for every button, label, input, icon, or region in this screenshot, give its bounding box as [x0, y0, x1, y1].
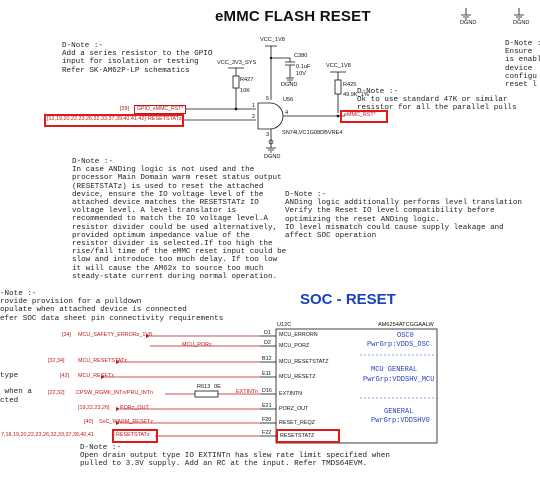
mcu-general-power-group: PwrGrp:VDDSHV_MCU [363, 376, 435, 384]
pin-d2-number: D2 [264, 340, 271, 346]
pin-d1-name: MCU_ERRORN [279, 332, 318, 338]
pin-b12-ref: [32,34] [48, 358, 65, 364]
soc-resetstatz-highlight [112, 429, 158, 443]
pin-e21-number: E21 [262, 403, 272, 409]
pin-f20-ref: [40] [84, 419, 93, 425]
vcc-1v8-right-label: VCC_1V8 [326, 63, 351, 69]
u56-pin2: 2 [252, 114, 256, 120]
pin-d16-ref: [22,32] [48, 390, 65, 396]
pin-e11-number: E11 [262, 371, 272, 377]
c380-value: 0.1uF [296, 64, 311, 70]
note-extintn: D-Note :- Open drain output type IO EXTI… [80, 444, 390, 469]
r427-ref: R427 [240, 77, 254, 83]
c380-ref: C380 [294, 53, 308, 59]
pin-b12-number: B12 [262, 356, 272, 362]
note-level-translation: D-Note :- In case ANDing logic is not us… [72, 158, 287, 281]
pin-e11-net[interactable]: MCU_RESETz [78, 373, 114, 379]
dgnd-label-top-2: DGND [513, 20, 530, 26]
u56-part: SN74LVC1G08DBVRE4 [282, 130, 343, 136]
pin-f22-net[interactable]: RESETSTATz [116, 432, 150, 438]
pin-f20-net[interactable]: SoC_WARM_RESETz [99, 419, 154, 425]
r613-ref: R613 [197, 384, 211, 390]
resetstat-highlight [44, 114, 184, 127]
pin-b12-net[interactable]: MCU_RESETSTATz [78, 358, 127, 364]
pin-d1-net[interactable]: MCU_SAFETY_ERRORz_1V8 [78, 332, 152, 338]
note-series-resistor: D-Note :- Add a series resistor to the G… [62, 42, 213, 75]
pin-d1-number: D1 [264, 330, 271, 336]
mcu-porz-net: MCU_PORz [182, 342, 212, 348]
u56-ref: U56 [283, 97, 294, 103]
r425-ref: R425 [343, 82, 357, 88]
resetstatz-tag[interactable]: RESETSTATz [148, 116, 182, 122]
r613-value: 0E [214, 384, 221, 390]
pin-f22-name: RESETSTATZ [280, 433, 315, 439]
pin-f22-ref: 7,18,19,20,22,23,26,32,33,37,39,40,41 [1, 432, 94, 438]
pin-f22-number: F22 [262, 430, 272, 436]
dgnd-label-c380: DGND [281, 82, 298, 88]
pin-e21-name: PORZ_OUT [279, 406, 309, 412]
emmc-rst-highlight [340, 110, 388, 123]
osc0-power-group: PwrGrp:VDDS_OSC [367, 341, 431, 349]
u12c-ref: U12C [277, 322, 292, 328]
pin-d16-net[interactable]: CPSW_RGMII_INTn/PRU_INTn [76, 390, 153, 396]
pin-e21-ref: [19,22,23,26] [78, 405, 110, 411]
u12c-part: AM6254ATCGGAALW [378, 322, 434, 328]
gpio-emmc-rst-tag[interactable]: GPIO_eMMC_RST* [134, 105, 187, 114]
mcu-general-label: MCU GENERAL [371, 366, 418, 374]
pin-e11-name: MCU_RESETZ [279, 374, 316, 380]
osc0-label: OSC0 [397, 332, 414, 340]
extintn-net: EXTINTn [236, 389, 259, 395]
pin-d16-number: D16 [262, 388, 272, 394]
note-pulldown: -Note :- rovide provision for a pulldown… [0, 290, 224, 323]
pin-e21-net[interactable]: PORz_OUT [120, 405, 149, 411]
pin-b12-name: MCU_RESETSTATZ [279, 359, 329, 365]
pin-f20-name: RESET_REQZ [279, 420, 315, 426]
u56-pin1: 1 [252, 103, 256, 109]
gpio-emmc-rst-ref: [39] [120, 106, 129, 112]
emmc-rst-tag[interactable]: eMMC_RST* [344, 112, 376, 118]
pin-d1-ref: [34] [62, 332, 71, 338]
r425-value: 49.9K_1% [343, 92, 369, 98]
pin-d16-name: EXTINTN [279, 391, 303, 397]
pin-f20-number: F20 [262, 417, 272, 423]
note-type-fragment: type when a cted [0, 372, 32, 405]
general-label: GENERAL [384, 408, 414, 416]
u56-pin4: 4 [285, 110, 289, 116]
c380-voltage: 10V [296, 71, 306, 77]
note-anding-logic: D-Note :- ANDing logic additionally perf… [285, 191, 522, 241]
pin-d2-name: MCU_PORZ [279, 343, 310, 349]
pin-e11-ref: [43] [60, 373, 69, 379]
note-parallel-pulls: D-Note :- Ok to use standard 47K or simi… [357, 88, 517, 113]
vcc-3v3-sys-label: VCC_3V3_SYS [217, 60, 257, 66]
vcc-1v8-label: VCC_1V8 [260, 37, 285, 43]
dgnd-label-u56: DGND [264, 154, 281, 160]
pin-f22-name-highlight [276, 429, 340, 443]
dgnd-label-top-1: DGND [460, 20, 477, 26]
resetstatz-ref: [12,19,20,22,23,26,32,33,37,39,40,41,42] [47, 116, 146, 122]
note-ensure-enabled: D-Note :- Ensure is enabl device configu… [505, 40, 540, 90]
u56-pin5: 5 [266, 96, 270, 102]
u56-pin3: 3 [266, 132, 270, 138]
general-power-group: PwrGrp:VDDSHV0 [371, 417, 430, 425]
soc-section-title: SOC - RESET [300, 291, 396, 308]
emmc-section-title: eMMC FLASH RESET [215, 8, 371, 25]
r427-value: 10K [240, 88, 250, 94]
